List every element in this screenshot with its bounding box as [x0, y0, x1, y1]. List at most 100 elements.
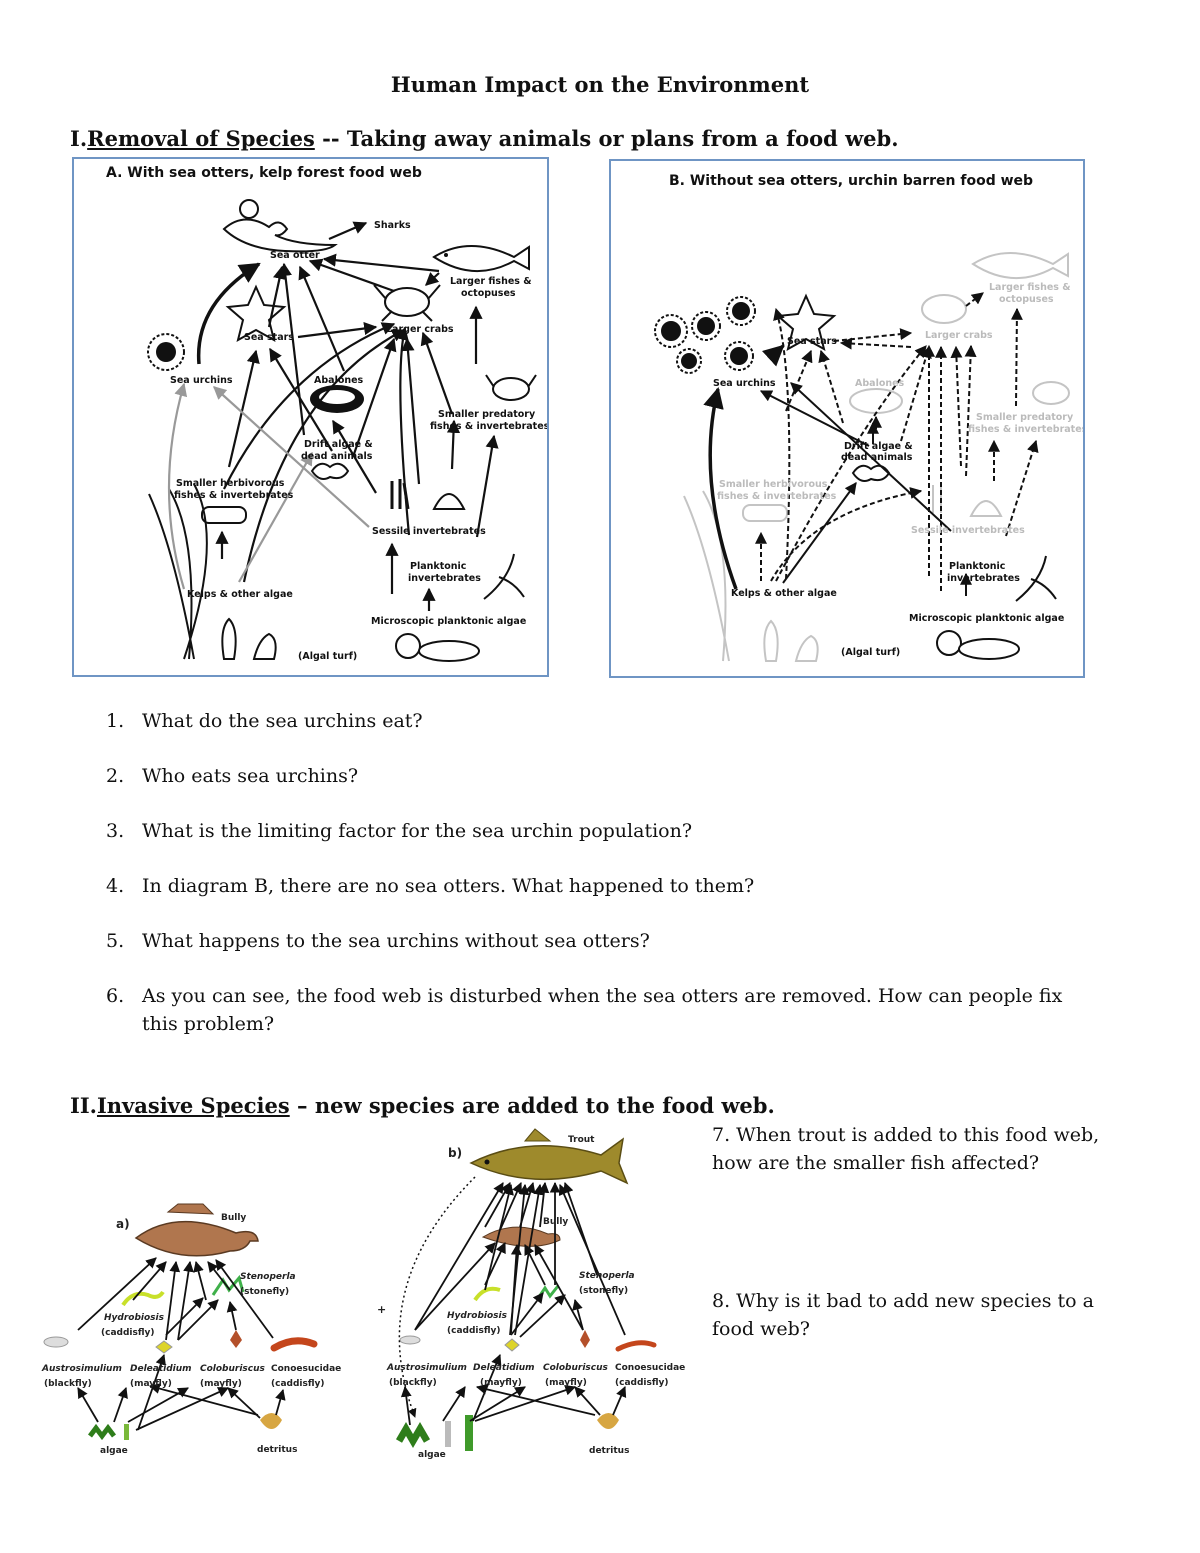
kelp-icon — [148, 483, 208, 660]
b-label-smaller-herbivorous-1: Smaller herbivorous — [719, 479, 828, 490]
stream-a-conoesucidae-1: Conoesucidae — [271, 1364, 341, 1374]
b-label-larger-fishes-2: octopuses — [999, 294, 1054, 305]
stream-b-algae: algae — [418, 1450, 446, 1460]
blackfly-b-icon — [399, 1335, 421, 1345]
label-drift-algae-1: Drift algae & — [304, 439, 373, 450]
section-2-title: Invasive Species — [96, 1093, 290, 1118]
diatom-icon — [395, 633, 480, 662]
urchin-cluster-icon — [654, 296, 756, 374]
stream-b-conoesucidae-2: (caddisfly) — [615, 1378, 669, 1388]
section-2-heading: II.Invasive Species – new species are ad… — [70, 1093, 775, 1118]
stream-a-deleatidium-2: (mayfly) — [130, 1379, 172, 1389]
label-kelps: Kelps & other algae — [187, 589, 293, 600]
stream-b-trout: Trout — [568, 1135, 595, 1145]
b-label-planktonic-1: Planktonic — [949, 561, 1005, 572]
stream-b-stenoperla-1: Stenoperla — [579, 1271, 635, 1281]
stream-a-detritus: detritus — [257, 1445, 297, 1455]
food-web-diagram-b: B. Without sea otters, urchin barren foo… — [609, 159, 1085, 678]
diagram-b-dashed-arrows — [755, 292, 1039, 591]
label-sea-otter: Sea otter — [270, 250, 320, 261]
stream-b-deleatidium-1: Deleatidium — [473, 1363, 535, 1373]
detritus-leaf-icon — [260, 1413, 282, 1429]
page-title: Human Impact on the Environment — [390, 72, 810, 97]
label-microscopic-algae: Microscopic planktonic algae — [371, 616, 526, 627]
stream-b-arrows — [400, 1181, 627, 1426]
diatom-b-icon — [936, 630, 1020, 660]
stream-a-arrows — [77, 1257, 286, 1431]
abalone-icon — [310, 385, 364, 413]
label-drift-algae-2: dead animals — [301, 451, 373, 462]
caddisfly-b-icon — [473, 1286, 501, 1302]
stream-food-web-a: a) Bully Stenoperla (stonefly) Hydrobios… — [41, 1203, 341, 1456]
stream-a-stenoperla-1: Stenoperla — [240, 1272, 296, 1282]
bully-fish-icon — [134, 1203, 259, 1257]
b-label-planktonic-2: invertebrates — [947, 573, 1020, 584]
diagram-a-arrows — [196, 221, 499, 611]
stream-b-stenoperla-2: (stonefly) — [579, 1286, 628, 1296]
stream-b-letter: b) — [448, 1146, 462, 1160]
stream-b-austrosimulium-2: (blackfly) — [389, 1378, 437, 1388]
faded-larger-crab-icon — [921, 294, 967, 324]
conoesucidae-icon — [270, 1337, 318, 1352]
b-label-kelps: Kelps & other algae — [731, 588, 837, 599]
b-label-smaller-predatory-1: Smaller predatory — [976, 412, 1074, 423]
label-larger-fishes-2: octopuses — [461, 288, 516, 299]
question-7: 7. When trout is added to this food web,… — [712, 1124, 1100, 1174]
faded-smaller-crab-icon — [1032, 381, 1070, 405]
diagram-a-grey-arrows — [167, 382, 370, 590]
faded-herbivore-icon — [742, 504, 788, 522]
mayfly-b1-icon — [504, 1338, 520, 1352]
label-smaller-herbivorous-2: fishes & invertebrates — [174, 490, 294, 501]
stream-a-deleatidium-1: Deleatidium — [130, 1364, 192, 1374]
diagram-a-title: A. With sea otters, kelp forest food web — [106, 165, 422, 181]
section-1-heading: I.Removal of Species -- Taking away anim… — [70, 126, 899, 151]
stream-a-hydrobiosis-1: Hydrobiosis — [104, 1313, 165, 1323]
b-label-sea-urchins: Sea urchins — [713, 378, 776, 389]
stream-a-coloburiscus-1: Coloburiscus — [200, 1364, 266, 1374]
label-sea-stars: Sea stars — [244, 332, 294, 343]
faded-sessile-icon — [932, 483, 1003, 517]
herbivore-icon — [201, 506, 247, 524]
label-sharks: Sharks — [374, 220, 411, 231]
label-abalones: Abalones — [314, 375, 364, 386]
algae-icon — [88, 1423, 129, 1441]
label-smaller-herbivorous-1: Smaller herbivorous — [176, 478, 285, 489]
label-sessile-invertebrates: Sessile invertebrates — [372, 526, 486, 537]
stream-food-web-b: b) Trout Bully + Stenoperla (stonefly) H… — [377, 1128, 685, 1460]
b-label-abalones: Abalones — [855, 378, 905, 389]
smaller-crab-icon — [485, 374, 537, 401]
sea-otter-icon — [222, 199, 338, 253]
stream-b-hydrobiosis-2: (caddisfly) — [447, 1326, 501, 1336]
diagram-b-graphic: Larger fishes & octopuses Sea stars Larg… — [654, 252, 1083, 662]
diagram-b-title: B. Without sea otters, urchin barren foo… — [669, 173, 1034, 189]
mayfly-b-icon — [230, 1330, 242, 1348]
label-larger-crabs: Larger crabs — [386, 324, 454, 335]
label-smaller-predatory-1: Smaller predatory — [438, 409, 536, 420]
faded-kelp-icon — [683, 490, 730, 662]
stream-b-detritus: detritus — [589, 1446, 629, 1456]
sessile-invertebrates-icon — [390, 479, 466, 510]
sea-urchin-icon — [147, 333, 185, 371]
stream-b-bully: Bully — [543, 1217, 568, 1227]
food-web-diagram-a: A. With sea otters, kelp forest food web — [72, 157, 549, 677]
label-larger-fishes-1: Larger fishes & — [450, 276, 532, 287]
plankton-icon — [483, 553, 525, 600]
section-1-numeral: I. — [70, 126, 88, 151]
stream-a-austrosimulium-1: Austrosimulium — [41, 1364, 122, 1374]
section-1-title: Removal of Species — [87, 126, 315, 151]
b-label-smaller-herbivorous-2: fishes & invertebrates — [717, 491, 837, 502]
stream-a-austrosimulium-2: (blackfly) — [44, 1379, 92, 1389]
detritus-b-leaf-icon — [597, 1413, 619, 1429]
stream-a-letter: a) — [116, 1217, 130, 1231]
stream-b-deleatidium-2: (mayfly) — [480, 1378, 522, 1388]
label-algal-turf: (Algal turf) — [298, 651, 357, 662]
label-smaller-predatory-2: fishes & invertebrates — [430, 421, 547, 432]
section-1-subtitle: -- Taking away animals or plans from a f… — [314, 126, 899, 151]
b-label-sea-stars: Sea stars — [787, 336, 837, 347]
algae-b-icon — [395, 1415, 473, 1451]
faded-fish-icon — [971, 252, 1069, 279]
stream-a-coloburiscus-2: (mayfly) — [200, 1379, 242, 1389]
stream-a-bully: Bully — [221, 1213, 246, 1223]
question-8: 8. Why is it bad to add new species to a… — [712, 1290, 1094, 1340]
b-label-drift-algae-1: Drift algae & — [844, 441, 913, 452]
